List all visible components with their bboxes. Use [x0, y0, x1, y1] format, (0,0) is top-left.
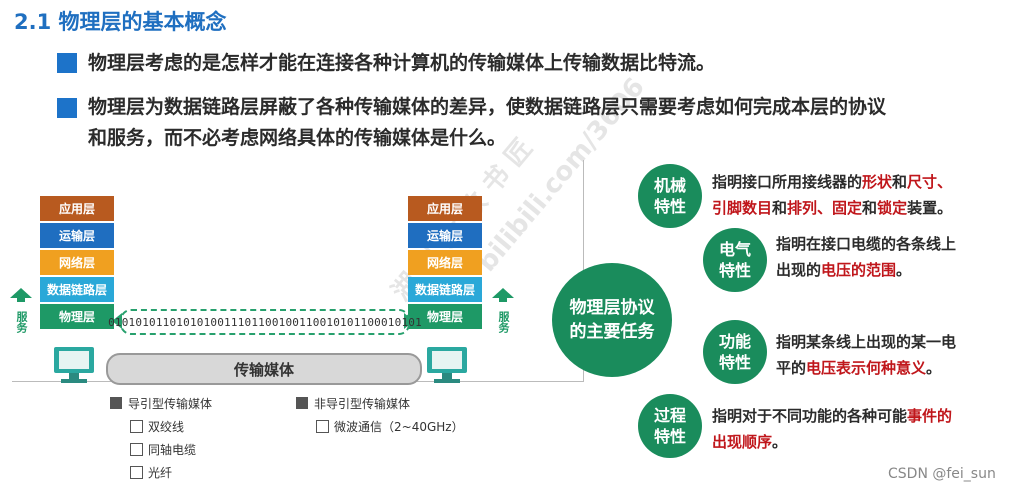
highlight-text: 尺寸、 [907, 173, 953, 191]
desc-text: 和 [862, 199, 878, 217]
char-desc-functional: 指明某条线上出现的某一电 平的电压表示何种意义。 [776, 329, 956, 381]
computer-icon [427, 347, 467, 383]
desc-text: 。 [926, 359, 942, 377]
char-desc-mechanical: 指明接口所用接线器的形状和尺寸、 引脚数目和排列、固定和锁定装置。 [712, 169, 952, 221]
legend-twisted-pair: 双绞线 [148, 420, 185, 434]
layer-application: 应用层 [40, 196, 114, 221]
desc-text: 和 [772, 199, 788, 217]
up-arrow-icon [492, 288, 514, 302]
desc-text: 指明接口所用接线器的 [712, 173, 863, 191]
desc-text: 。 [896, 261, 912, 279]
highlight-text: 排列、固定 [787, 199, 863, 217]
legend-empty-box [130, 420, 143, 433]
transmission-medium: 传输媒体 [106, 353, 422, 385]
char-name: 过程 特性 [653, 406, 686, 446]
desc-text: 。 [772, 433, 788, 451]
desc-text: 出现的 [776, 261, 822, 279]
computer-icon [54, 347, 94, 383]
char-circle-functional: 功能 特性 [703, 320, 767, 384]
legend-fiber: 光纤 [148, 466, 173, 480]
csdn-watermark: CSDN @fei_sun [888, 466, 996, 482]
up-arrow-icon [10, 288, 32, 302]
desc-text: 和 [892, 173, 908, 191]
layer-network: 网络层 [40, 250, 114, 275]
highlight-text: 锁定 [877, 199, 908, 217]
highlight-text: 出现顺序 [712, 433, 773, 451]
layer-network: 网络层 [408, 250, 482, 275]
desc-text: 指明某条线上出现的某一电 [776, 333, 957, 351]
char-name: 功能 特性 [718, 332, 751, 372]
desc-text: 指明在接口电缆的各条线上 [776, 235, 957, 253]
char-desc-procedural: 指明对于不同功能的各种可能事件的 出现顺序。 [712, 403, 952, 455]
desc-text: 平的 [776, 359, 807, 377]
layer-application: 应用层 [408, 196, 482, 221]
highlight-text: 形状 [862, 173, 893, 191]
highlight-text: 电压的范围 [821, 261, 897, 279]
bullet-text-2-line2: 和服务，而不必考虑网络具体的传输媒体是什么。 [88, 127, 507, 149]
page-title: 2.1 物理层的基本概念 [14, 10, 227, 34]
legend-unguided: 非导引型传输媒体 [314, 397, 411, 411]
legend-empty-box [316, 420, 329, 433]
bullet-square [57, 53, 77, 73]
service-label-left: 服务 [15, 311, 28, 333]
highlight-text: 引脚数目 [712, 199, 773, 217]
legend-coax: 同轴电缆 [148, 443, 197, 457]
legend-empty-box [130, 443, 143, 456]
layer-physical: 物理层 [40, 304, 114, 329]
center-circle: 物理层协议 的主要任务 [552, 263, 672, 377]
layer-physical: 物理层 [408, 304, 482, 329]
char-name: 电气 特性 [718, 240, 751, 280]
desc-text: 装置。 [907, 199, 953, 217]
legend-guided: 导引型传输媒体 [128, 397, 213, 411]
char-name: 机械 特性 [653, 176, 686, 216]
bullet-square [57, 98, 77, 118]
center-label: 物理层协议 的主要任务 [569, 298, 655, 342]
highlight-text: 电压表示何种意义 [806, 359, 927, 377]
legend-filled-box [110, 397, 122, 409]
layer-transport: 运输层 [408, 223, 482, 248]
bullet-text-2-line1: 物理层为数据链路层屏蔽了各种传输媒体的差异，使数据链路层只需要考虑如何完成本层的… [88, 96, 887, 118]
legend-filled-box [296, 397, 308, 409]
char-circle-procedural: 过程 特性 [638, 394, 702, 458]
legend-microwave: 微波通信（2~40GHz） [334, 420, 464, 434]
char-circle-electrical: 电气 特性 [703, 228, 767, 292]
char-desc-electrical: 指明在接口电缆的各条线上 出现的电压的范围。 [776, 231, 956, 283]
char-circle-mechanical: 机械 特性 [638, 164, 702, 228]
bullet-text-1: 物理层考虑的是怎样才能在连接各种计算机的传输媒体上传输数据比特流。 [88, 52, 716, 74]
service-label-right: 服务 [497, 311, 510, 333]
desc-text: 指明对于不同功能的各种可能 [712, 407, 908, 425]
layer-datalink: 数据链路层 [408, 277, 482, 302]
layer-transport: 运输层 [40, 223, 114, 248]
bit-stream: 0101010110101010011101100100110010101100… [108, 309, 422, 335]
legend-empty-box [130, 466, 143, 479]
highlight-text: 事件的 [907, 407, 953, 425]
layer-datalink: 数据链路层 [40, 277, 114, 302]
